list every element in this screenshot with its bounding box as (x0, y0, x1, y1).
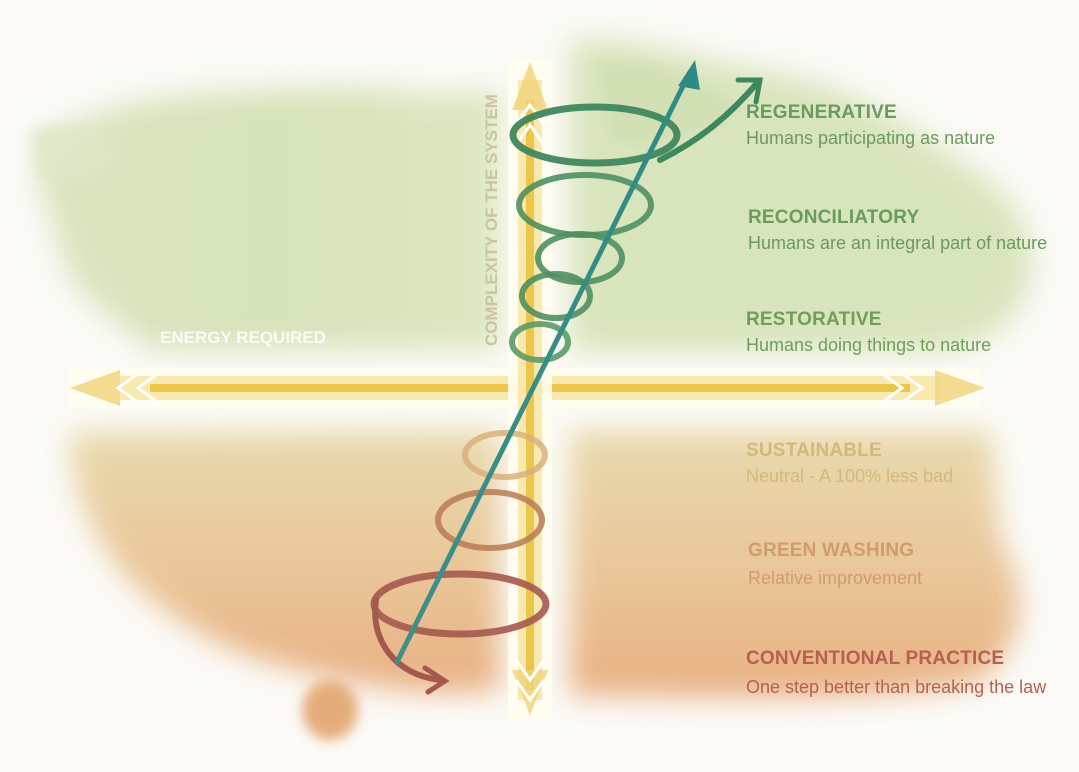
spiral-loop-regenerative (509, 103, 681, 167)
spiral-loop-reconciliatory-upper (516, 172, 654, 238)
spiral-loop-green-washing (435, 489, 545, 551)
stage-desc-reconciliatory: Humans are an integral part of nature (748, 233, 1048, 253)
spiral-head (657, 79, 761, 163)
stage-desc-restorative: Humans doing things to nature (746, 335, 992, 355)
stage-desc-regenerative: Humans participating as nature (746, 128, 996, 148)
stage-desc-conventional-practice: One step better than breaking the law (746, 677, 1047, 697)
stage-title-regenerative: REGENERATIVE (746, 102, 897, 123)
stage-desc-green-washing: Relative improvement (748, 568, 923, 588)
complexity-axis-label: COMPLEXITY OF THE SYSTEM (482, 94, 501, 346)
stage-title-reconciliatory: RECONCILIATORY (748, 207, 920, 228)
upper-watercolor-wash (30, 39, 1032, 352)
stage-title-conventional-practice: CONVENTIONAL PRACTICE (746, 648, 1005, 669)
stage-title-restorative: RESTORATIVE (746, 309, 882, 330)
energy-required-axis-label: ENERGY REQUIRED (160, 328, 326, 347)
lower-watercolor-wash (70, 430, 1020, 740)
spiral-loop-sustainable (462, 430, 548, 480)
spiral-loop-restorative (509, 321, 571, 363)
main-trajectory-arrow (394, 60, 700, 665)
spiral (370, 77, 763, 695)
stage-desc-sustainable: Neutral - A 100% less bad (746, 466, 954, 486)
spiral-loop-restorative-upper (519, 271, 593, 321)
stage-title-green-washing: GREEN WASHING (748, 540, 915, 561)
stage-title-sustainable: SUSTAINABLE (746, 440, 882, 461)
spiral-tail (372, 597, 443, 683)
